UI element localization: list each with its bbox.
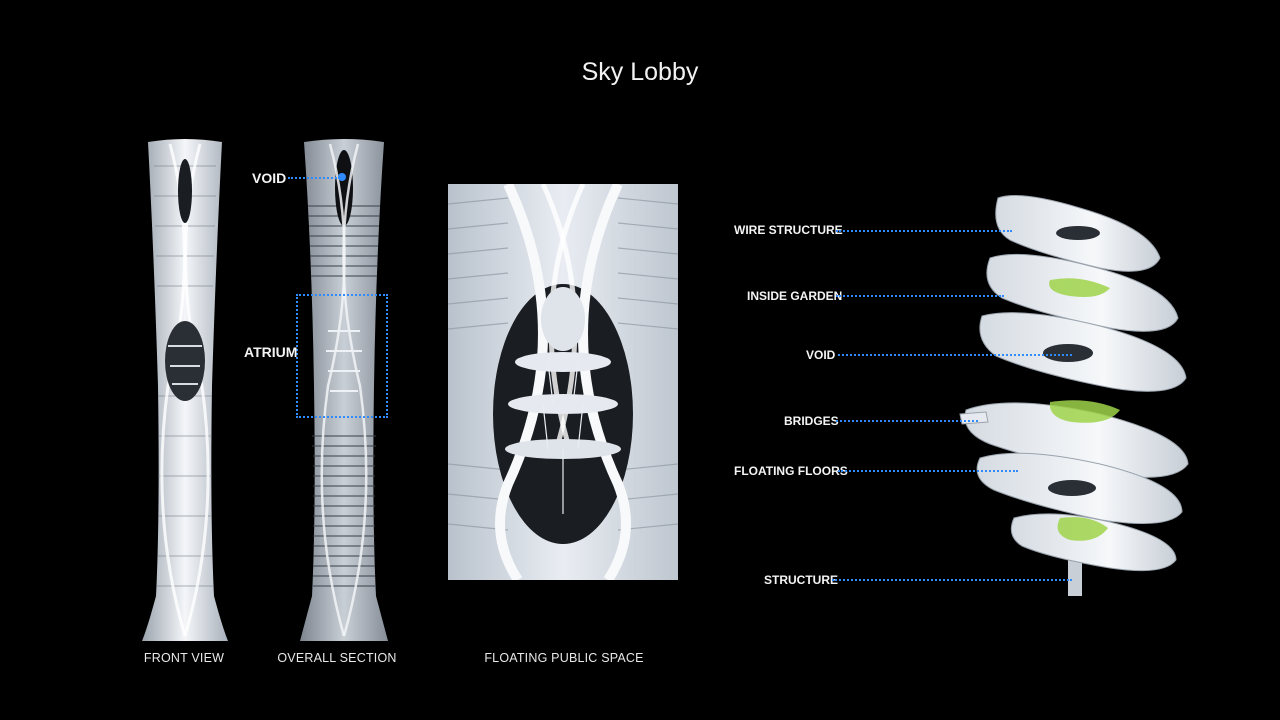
label-inside-garden: INSIDE GARDEN xyxy=(747,289,843,303)
inside-garden-leader-line xyxy=(836,295,1004,297)
label-floating-floors: FLOATING FLOORS xyxy=(734,464,848,478)
front-view-tower-image xyxy=(142,139,228,641)
caption-floating-public-space: FLOATING PUBLIC SPACE xyxy=(484,651,644,665)
section-label-void: VOID xyxy=(252,170,287,186)
floating-floors-leader-line xyxy=(838,470,1018,472)
caption-front-view: FRONT VIEW xyxy=(143,651,225,665)
caption-overall-section: OVERALL SECTION xyxy=(277,651,397,665)
overall-section-tower-image xyxy=(300,139,388,641)
void-exploded-leader-line xyxy=(838,354,1072,356)
label-bridges: BRIDGES xyxy=(784,414,839,428)
section-label-atrium: ATRIUM xyxy=(244,344,298,360)
structure-leader-line xyxy=(832,579,1072,581)
floating-public-space-image xyxy=(448,184,678,580)
exploded-floors-axonometric-image xyxy=(959,195,1189,596)
atrium-highlight-box xyxy=(296,294,388,418)
page-title: Sky Lobby xyxy=(581,58,699,86)
label-wire-structure: WIRE STRUCTURE xyxy=(734,223,843,237)
void-marker-dot xyxy=(338,173,346,181)
label-structure: STRUCTURE xyxy=(764,573,838,587)
label-void: VOID xyxy=(806,348,836,362)
void-leader-line xyxy=(288,177,340,179)
wire-structure-leader-line xyxy=(836,230,1012,232)
bridges-leader-line xyxy=(836,420,978,422)
